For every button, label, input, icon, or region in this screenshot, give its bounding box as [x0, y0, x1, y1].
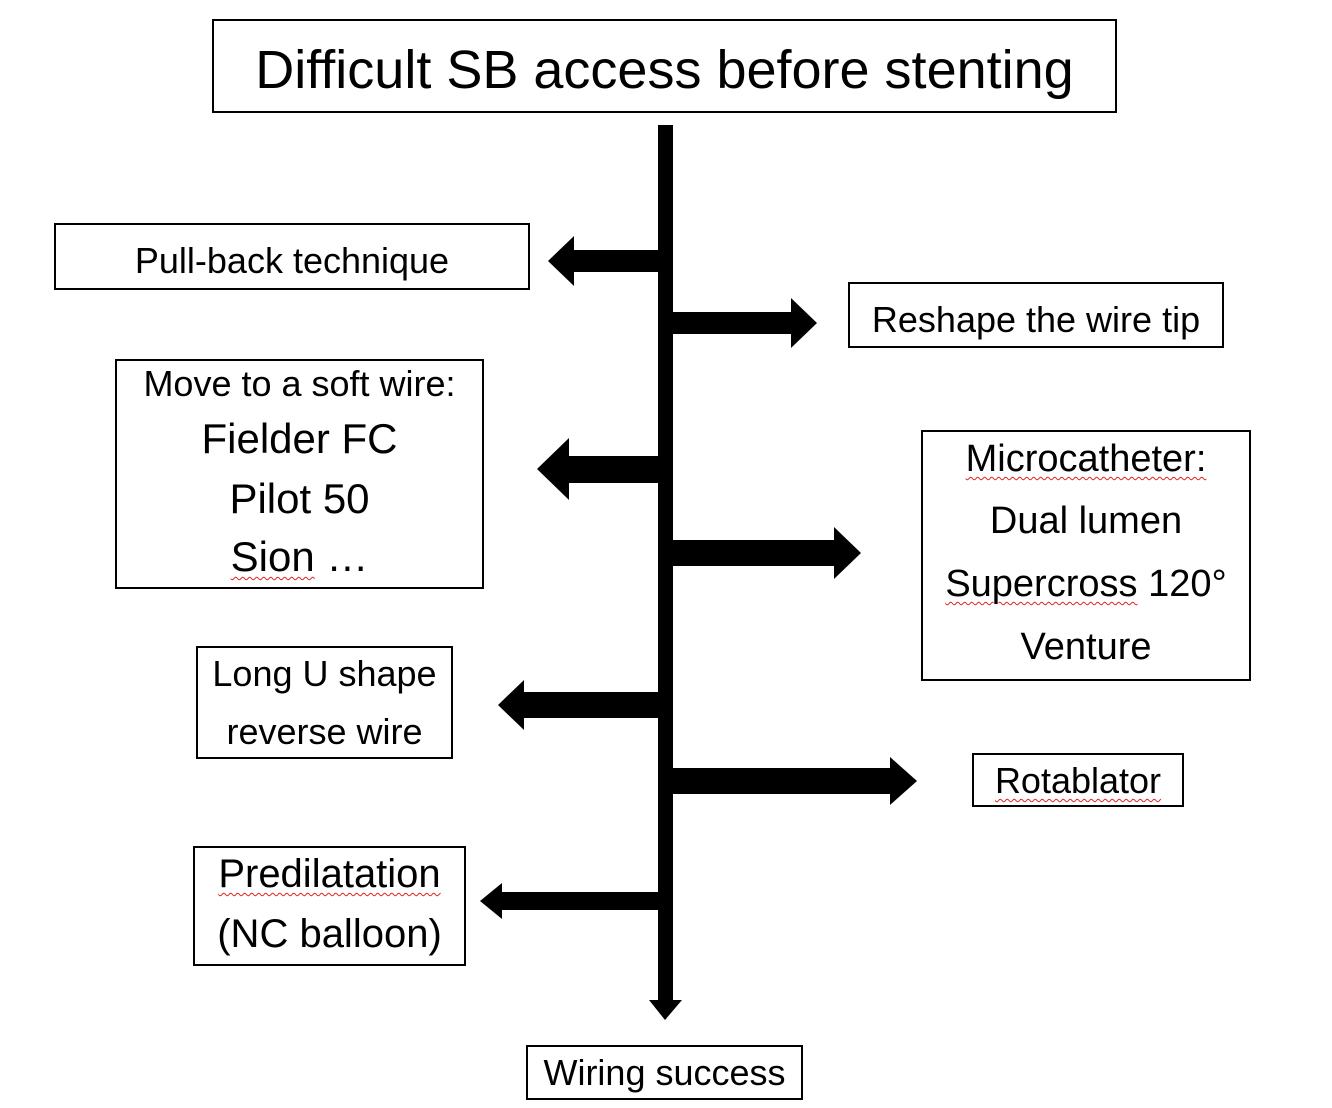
microcatheter-heading: Microcatheter: — [965, 438, 1207, 480]
predilatation-line: (NC balloon) — [217, 912, 442, 956]
softwire-item: Pilot 50 — [229, 475, 370, 522]
arrowhead-pullback — [548, 236, 574, 286]
main-trunk-line — [658, 125, 673, 1005]
arrowhead-ushape — [498, 680, 524, 730]
arrow-shaft-pullback — [570, 250, 660, 272]
softwire-item: Sion … — [230, 533, 369, 580]
option-reshape-box: Reshape the wire tip — [848, 282, 1224, 348]
arrowhead-rotablator — [890, 757, 917, 805]
option-pullback-box: Pull-back technique — [54, 223, 530, 290]
option-microcatheter-box: Microcatheter: Dual lumen Supercross 120… — [921, 430, 1251, 681]
microcatheter-item: Supercross 120° — [945, 563, 1227, 605]
softwire-heading: Move to a soft wire: — [143, 363, 456, 404]
diagram-title: Difficult SB access before stenting — [255, 40, 1074, 100]
arrow-shaft-predilatation — [498, 892, 660, 910]
diagram-title-box: Difficult SB access before stenting — [212, 19, 1117, 113]
softwire-item: Fielder FC — [201, 415, 398, 462]
option-predilatation-box: Predilatation (NC balloon) — [193, 846, 466, 966]
option-softwire-box: Move to a soft wire: Fielder FC Pilot 50… — [115, 359, 484, 589]
option-reshape-label: Reshape the wire tip — [871, 299, 1201, 340]
arrowhead-reshape — [791, 298, 817, 348]
microcatheter-item: Dual lumen — [989, 500, 1183, 542]
outcome-box: Wiring success — [526, 1045, 803, 1100]
option-pullback-label: Pull-back technique — [134, 240, 450, 281]
arrow-shaft-microcatheter — [670, 540, 838, 566]
predilatation-line: Predilatation — [218, 852, 441, 896]
outcome-label: Wiring success — [543, 1052, 786, 1093]
ushape-line: reverse wire — [226, 711, 423, 752]
option-ushape-box: Long U shape reverse wire — [196, 646, 453, 759]
option-rotablator-box: Rotablator — [972, 753, 1184, 807]
arrow-shaft-reshape — [670, 312, 795, 334]
ushape-line: Long U shape — [212, 653, 437, 694]
arrow-shaft-rotablator — [670, 768, 893, 794]
arrow-shaft-softwire — [560, 456, 660, 483]
arrowhead-softwire — [537, 438, 569, 500]
microcatheter-item: Venture — [1020, 626, 1152, 668]
arrowhead-predilatation — [480, 883, 502, 919]
arrow-shaft-ushape — [520, 692, 660, 718]
trunk-arrowhead-down — [649, 1000, 682, 1020]
arrowhead-microcatheter — [834, 527, 861, 579]
option-rotablator-label: Rotablator — [994, 760, 1162, 801]
